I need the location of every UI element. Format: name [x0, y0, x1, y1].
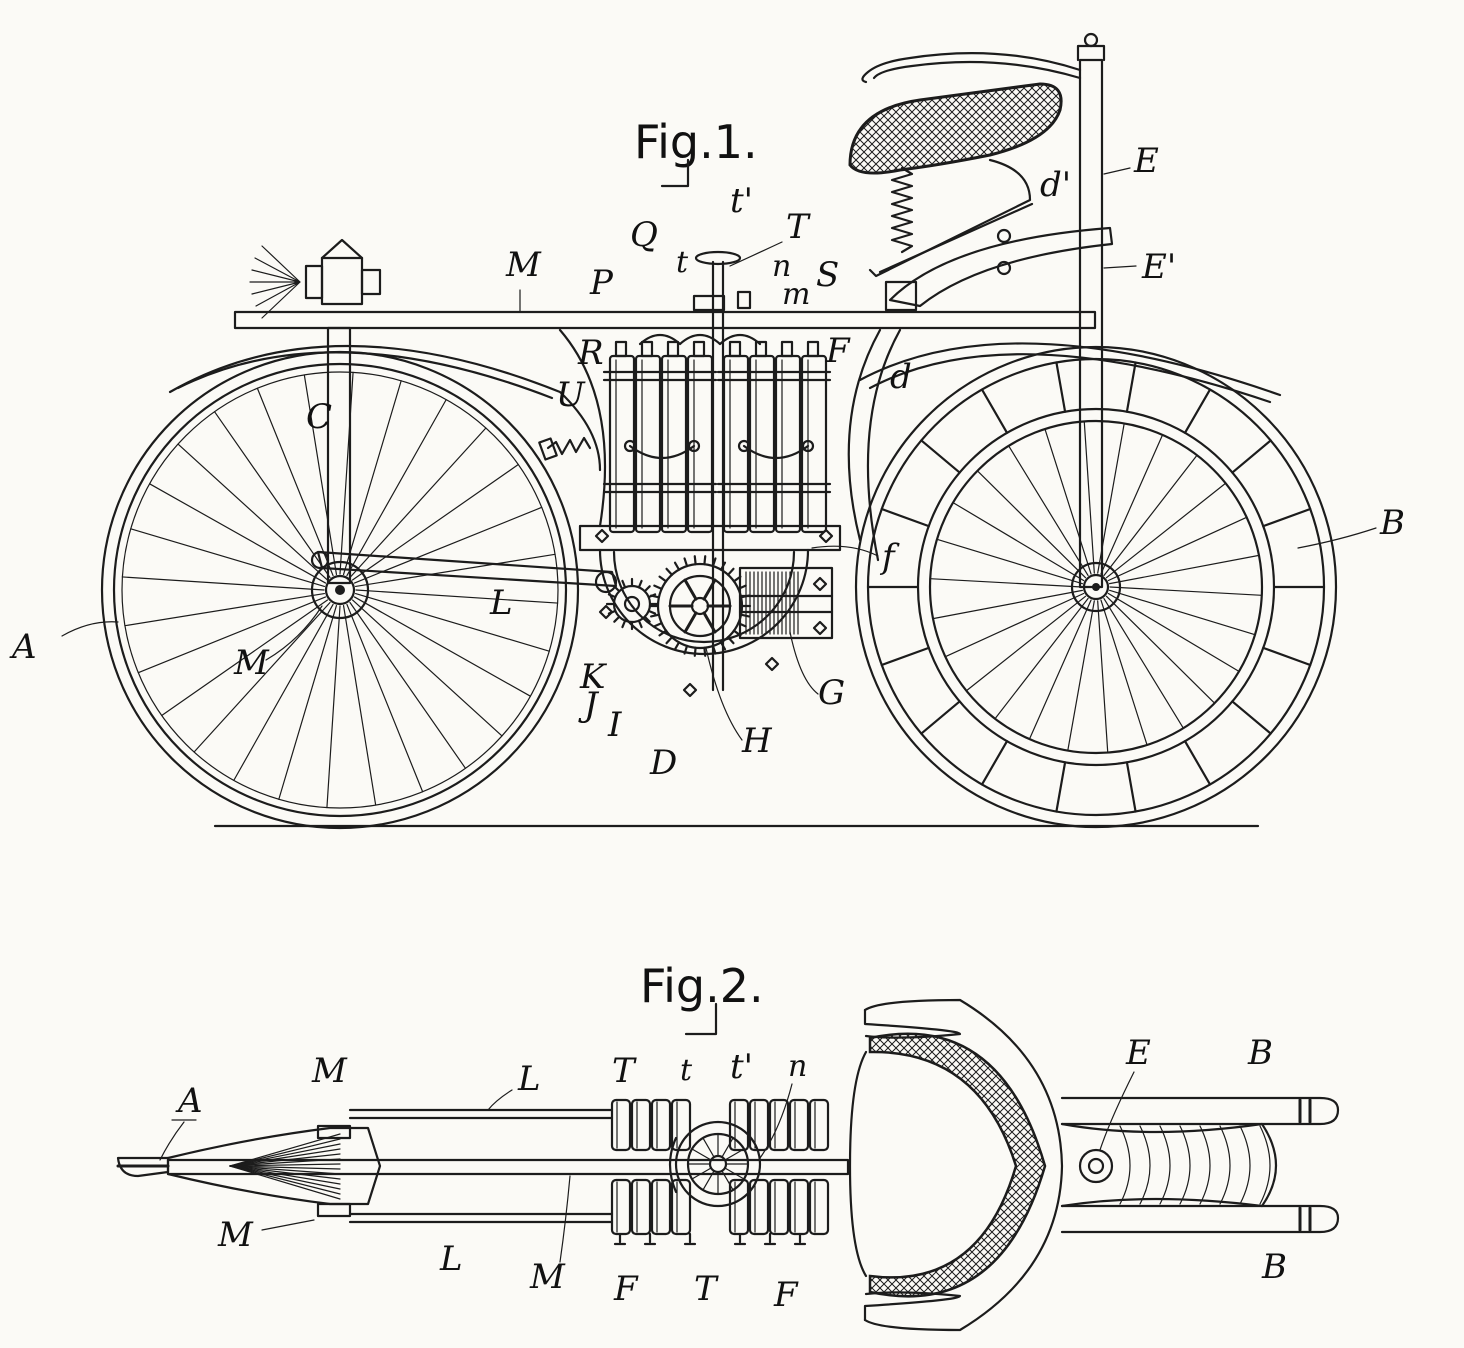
front-mudguard — [858, 342, 1282, 397]
ref2-t-prime: t' — [730, 1047, 753, 1087]
ref-M-hub: M — [233, 643, 270, 683]
frame-lower-bar — [578, 524, 842, 552]
ref-K: K — [579, 657, 608, 697]
ref2-B-lower: B — [1261, 1247, 1287, 1287]
frame-top-bar — [233, 310, 1097, 330]
ref2-t: t — [680, 1053, 693, 1088]
rear-curved-frame — [558, 328, 607, 528]
ref-E-prime: E' — [1141, 247, 1176, 287]
ref-G: G — [818, 673, 845, 713]
steering-wheel-top-view — [668, 1120, 762, 1208]
front-curved-frame — [847, 328, 882, 542]
ref-t: t — [676, 245, 689, 280]
ref-B: B — [1379, 503, 1405, 543]
rear-wheel-top-view — [116, 1124, 382, 1218]
saddle-icon — [848, 82, 1063, 278]
frame-center-bar — [166, 1158, 850, 1176]
rear-mudguard — [168, 345, 602, 472]
ref2-M-top: M — [311, 1051, 348, 1091]
rear-upright — [326, 326, 352, 585]
saddle-top-view — [848, 998, 1064, 1332]
steering-column — [1078, 58, 1104, 589]
ref-U: U — [556, 375, 586, 415]
motor — [738, 566, 834, 640]
spring-icon — [538, 436, 592, 461]
ref-d-prime: d' — [1040, 165, 1071, 205]
ref-F: F — [825, 331, 851, 371]
steering-post — [692, 250, 752, 692]
saddle-bracket — [888, 226, 1114, 308]
ref2-F-left: F — [613, 1269, 639, 1309]
headlamp-icon — [249, 238, 382, 319]
ref-D: D — [649, 743, 677, 783]
rear-wheel — [100, 350, 580, 830]
ref2-L-lower: L — [439, 1239, 463, 1279]
figure-2-title: Fig.2. — [640, 959, 764, 1013]
ref-A: A — [9, 627, 37, 667]
ref-L: L — [489, 583, 513, 623]
pinion — [605, 577, 659, 631]
ref-m: m — [782, 277, 810, 312]
ref2-E: E — [1125, 1033, 1151, 1073]
figure-1-labels: A B C D d d' E E' F f G H I J K L M M m … — [9, 141, 1405, 783]
ref-R: R — [577, 333, 604, 373]
figure-2 — [116, 998, 1340, 1332]
ref-t-prime: t' — [730, 181, 753, 221]
ref2-T-lower: T — [694, 1269, 719, 1309]
front-wheel — [854, 345, 1338, 829]
ref-J: J — [578, 685, 600, 725]
ref2-L-upper: L — [517, 1059, 541, 1099]
ref-C: C — [306, 397, 332, 437]
ref-I: I — [607, 705, 622, 745]
battery-stack-top-view — [610, 1098, 830, 1246]
battery-cell-icon — [602, 333, 832, 534]
handlebar — [861, 52, 1082, 84]
front-wheels-top-view — [1060, 1096, 1340, 1234]
figure-2-labels: A B B E M M M L L T T t t' n F F — [159, 1033, 1287, 1315]
ref-P: P — [589, 263, 614, 303]
figure-1 — [100, 32, 1338, 830]
ref-f: f — [879, 537, 900, 577]
ref-Q: Q — [630, 215, 658, 255]
figure-2-title-flourish — [684, 1002, 718, 1036]
ref2-n: n — [788, 1049, 807, 1084]
ref2-A: A — [175, 1081, 203, 1121]
ref-H: H — [741, 721, 773, 761]
ref-S: S — [816, 255, 839, 295]
gear-icon — [648, 555, 752, 657]
ref2-F-right: F — [773, 1275, 799, 1315]
ref-n: n — [772, 249, 791, 284]
ref-T: T — [786, 207, 811, 247]
figure-1-title: Fig.1. — [634, 115, 758, 169]
ref2-M-mid: M — [529, 1257, 566, 1297]
ref2-B-upper: B — [1247, 1033, 1273, 1073]
ref2-T-upper: T — [612, 1051, 637, 1091]
ref-E: E — [1133, 141, 1159, 181]
ref-d: d — [890, 357, 912, 397]
ref-M-top: M — [505, 245, 542, 285]
figure-1-title-flourish — [660, 158, 690, 188]
ref2-M-low: M — [217, 1215, 254, 1255]
